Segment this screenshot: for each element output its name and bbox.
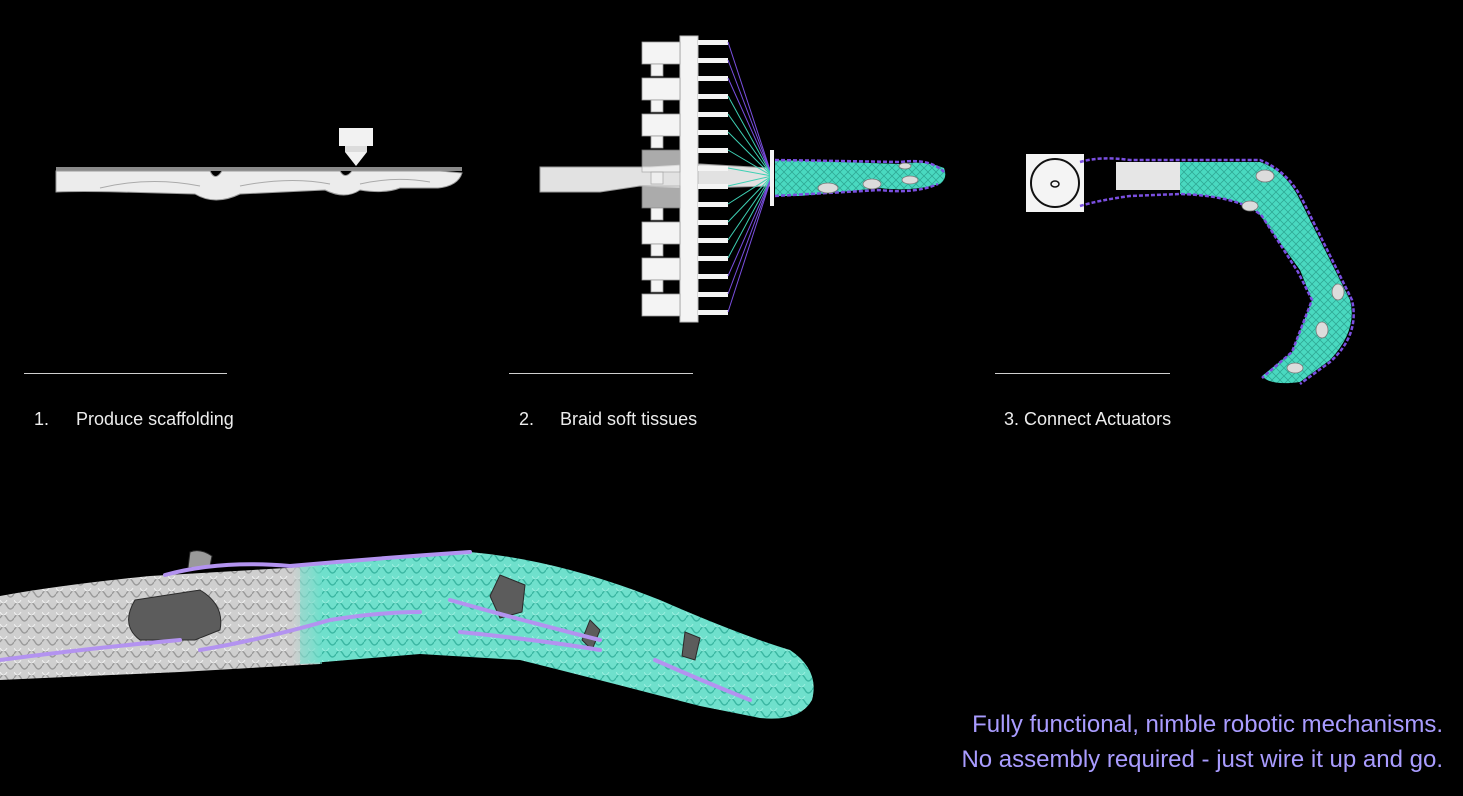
- step2-number: 2.: [519, 409, 535, 429]
- step3-illustration: [1026, 154, 1355, 386]
- bone-base-3: [1116, 162, 1180, 190]
- step1-illustration: [55, 128, 463, 201]
- step2-rule: [509, 373, 693, 374]
- tendon-wires: [0, 550, 752, 702]
- braided-finger-render: [0, 550, 814, 719]
- braid-threads: [727, 41, 773, 313]
- step1-label: 1. Produce scaffolding: [24, 388, 234, 430]
- bone-scaffold: [55, 170, 463, 201]
- tagline-line2: No assembly required - just wire it up a…: [961, 746, 1443, 773]
- step1-number: 1.: [34, 409, 50, 429]
- step2-text: Braid soft tissues: [560, 409, 698, 429]
- finger-teal-section: [300, 552, 814, 719]
- step3-label: 3.Connect Actuators: [994, 388, 1171, 430]
- tagline-line1: Fully functional, nimble robotic mechani…: [972, 711, 1443, 738]
- step2-illustration: [539, 35, 946, 323]
- print-nozzle-icon: [339, 128, 373, 166]
- print-bed: [56, 167, 462, 171]
- motor-pulley-icon: [1026, 154, 1084, 212]
- step1-text: Produce scaffolding: [76, 409, 234, 429]
- bent-braided-finger: [1180, 162, 1352, 384]
- step3-rule: [995, 373, 1170, 374]
- step1-rule: [24, 373, 227, 374]
- tagline: Fully functional, nimble robotic mechani…: [961, 707, 1443, 777]
- step2-label: 2. Braid soft tissues: [509, 388, 697, 430]
- step3-number: 3.: [1004, 409, 1020, 429]
- braiding-machine-icon: [641, 35, 728, 323]
- step3-text: Connect Actuators: [1024, 409, 1172, 429]
- bone-joints: [128, 550, 701, 661]
